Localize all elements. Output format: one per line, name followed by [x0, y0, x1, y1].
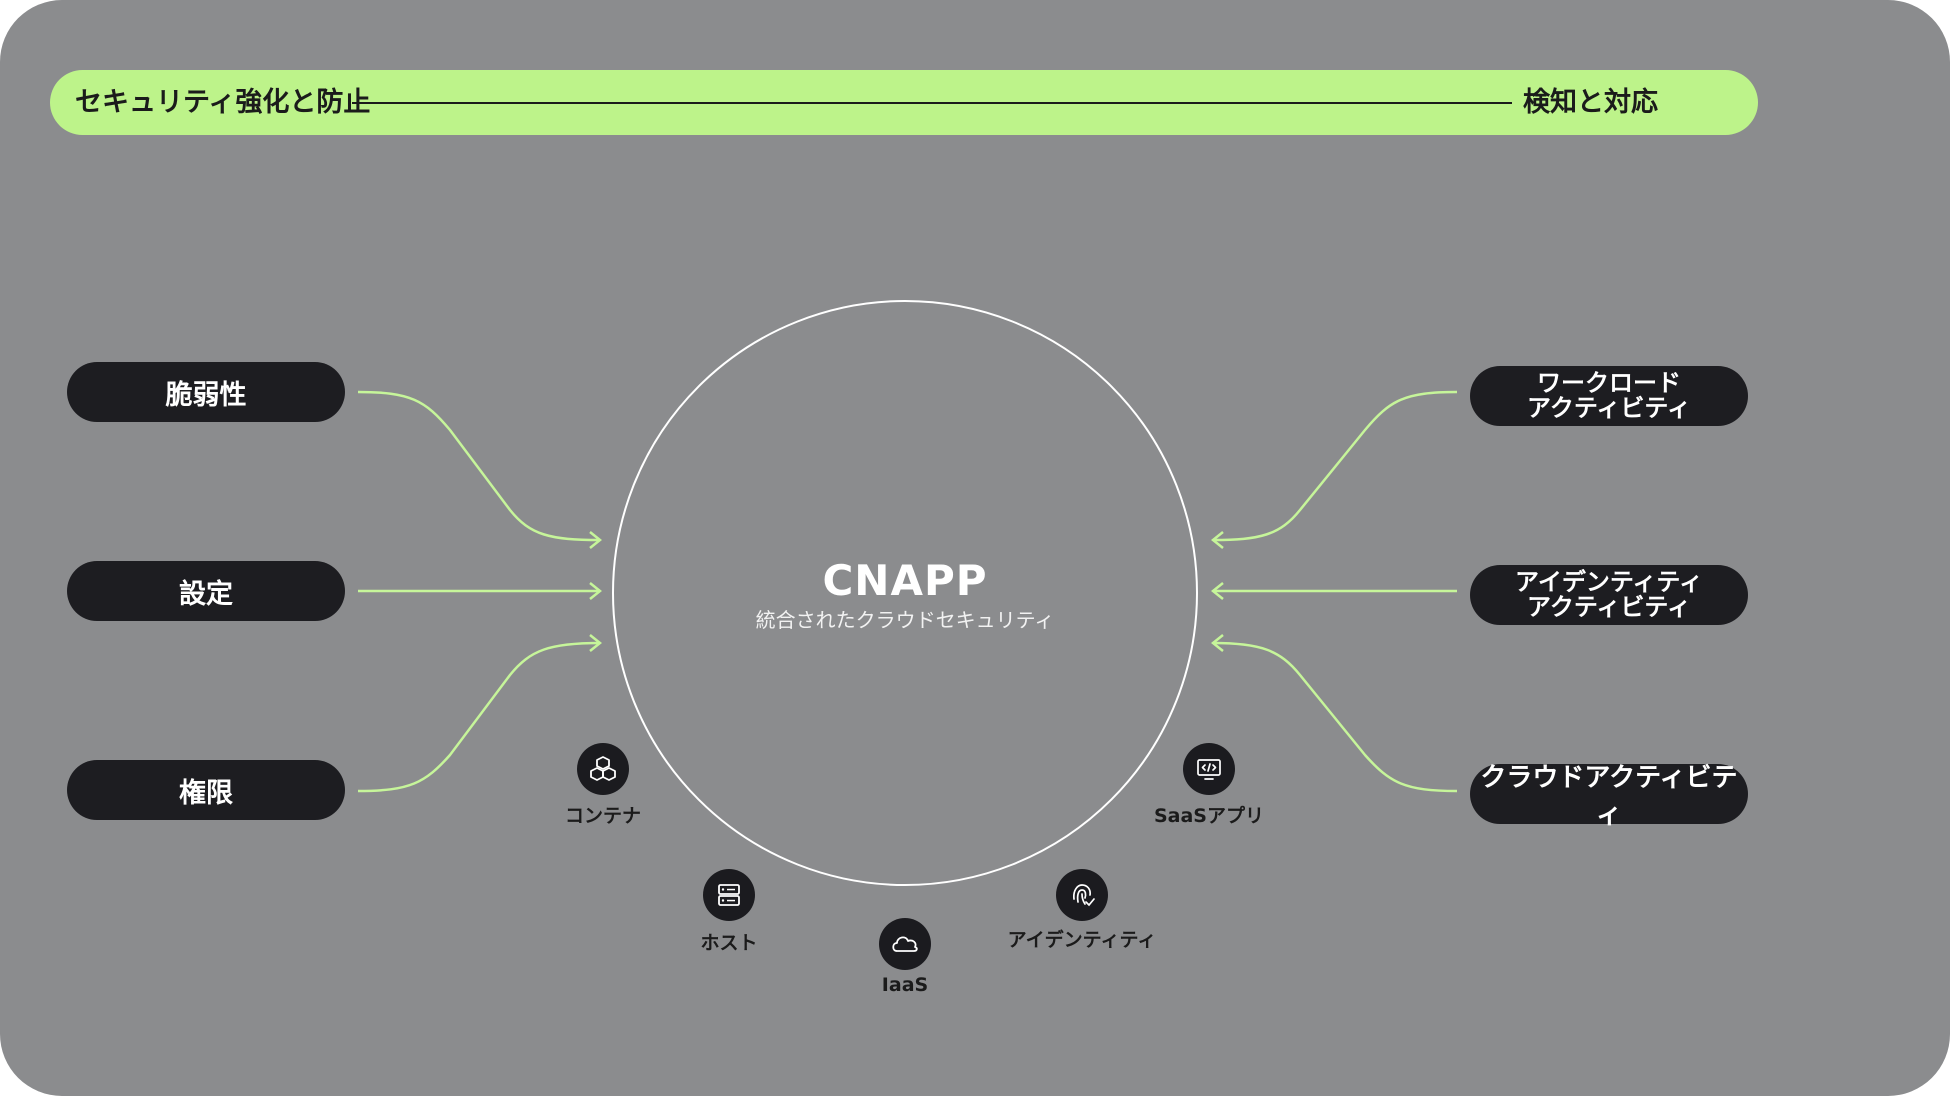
server-icon: [703, 869, 755, 921]
component-label-host: ホスト: [700, 932, 758, 954]
fingerprint-icon: [1056, 869, 1108, 921]
pill-vulnerability: 脆弱性: [67, 362, 345, 422]
component-label-container: コンテナ: [564, 805, 641, 827]
pill-permissions: 権限: [67, 760, 345, 820]
connector-permissions: [357, 641, 601, 793]
connector-cloud-activity: [1212, 641, 1458, 793]
cloud-icon: [879, 918, 931, 970]
connector-workload-activity: [1212, 390, 1458, 542]
banner-right-label: 検知と対応: [1523, 87, 1658, 118]
pill-identity-activity: アイデンティティ アクティビティ: [1470, 565, 1748, 625]
pill-cloud-activity: クラウドアクティビティ: [1470, 763, 1748, 830]
cnapp-subtitle: 統合されたクラウドセキュリティ: [755, 608, 1055, 632]
lifecycle-banner: セキュリティ強化と防止 検知と対応: [50, 70, 1758, 135]
component-label-saas-app: SaaSアプリ: [1153, 805, 1264, 827]
arrowhead-permissions: [589, 634, 603, 652]
arrowhead-configuration: [589, 582, 603, 600]
component-label-identity: アイデンティティ: [1007, 929, 1157, 951]
arrowhead-workload-activity: [1210, 531, 1224, 549]
cnapp-title: CNAPP: [822, 556, 988, 605]
cnapp-circle: [612, 300, 1198, 886]
banner-left-label: セキュリティ強化と防止: [75, 87, 371, 118]
connector-vulnerability: [357, 390, 601, 542]
cubes-icon: [577, 743, 629, 795]
arrowhead-identity-activity: [1210, 582, 1224, 600]
pill-configuration: 設定: [67, 561, 345, 621]
code-window-icon: [1183, 743, 1235, 795]
banner-divider-line: [352, 102, 1512, 104]
pill-workload-activity: ワークロード アクティビティ: [1470, 366, 1748, 426]
component-label-iaas: IaaS: [881, 974, 929, 996]
arrowhead-cloud-activity: [1210, 634, 1224, 652]
arrowhead-vulnerability: [589, 531, 603, 549]
